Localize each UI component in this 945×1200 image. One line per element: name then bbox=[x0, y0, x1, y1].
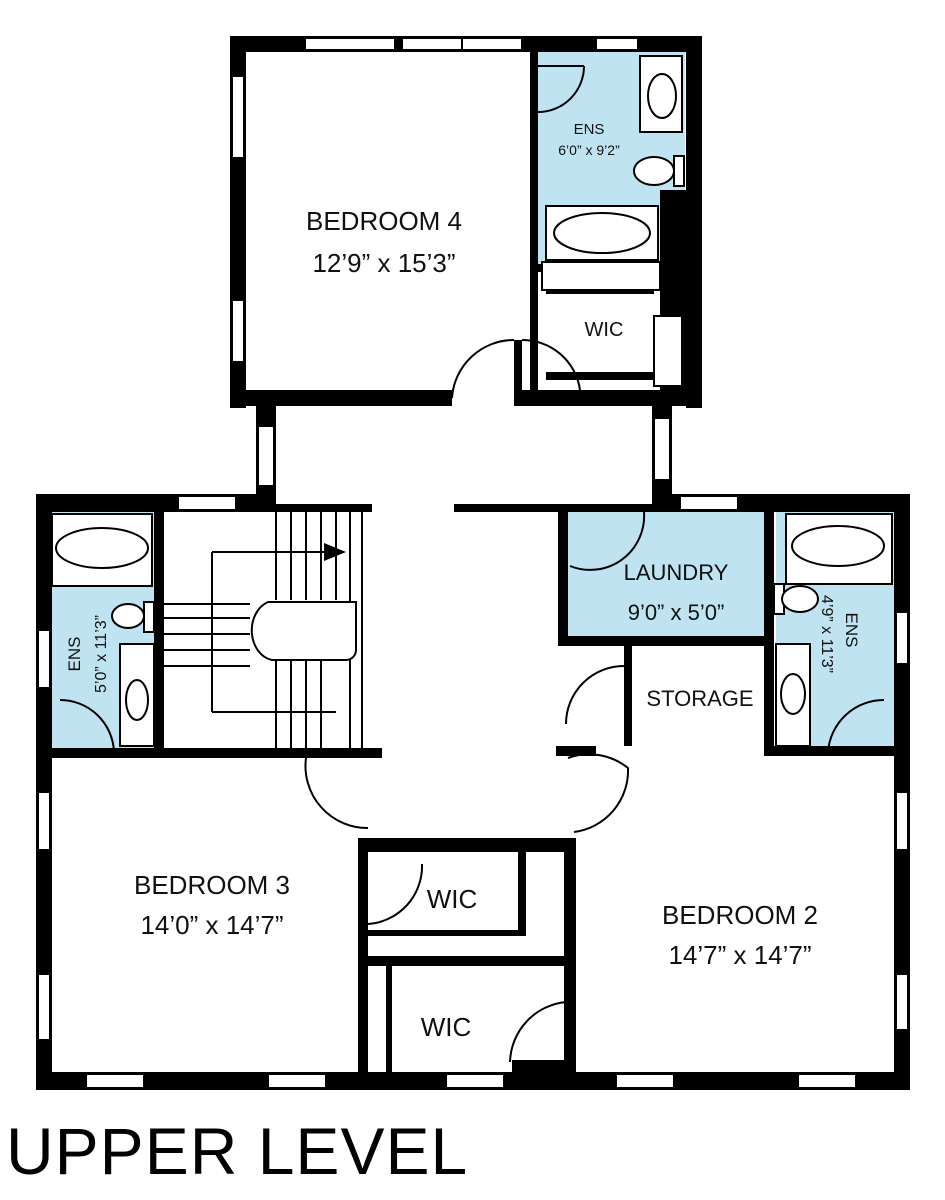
label-ensuite-left: ENS 5’0” x 11’3” bbox=[65, 615, 110, 693]
ensuite-left-name: ENS bbox=[65, 637, 84, 672]
storage-label: STORAGE bbox=[646, 686, 753, 711]
stair-direction-arrow-icon bbox=[324, 543, 346, 561]
laundry-fill bbox=[568, 512, 766, 639]
bedroom4-dims: 12’9” x 15’3” bbox=[312, 248, 455, 278]
label-bedroom3: BEDROOM 3 14’0” x 14’7” bbox=[134, 870, 290, 940]
ensuite-top-dims: 6’0” x 9’2” bbox=[558, 142, 620, 158]
bedroom2-name: BEDROOM 2 bbox=[662, 900, 818, 930]
label-ensuite-right: ENS 4’9” x 11’3” bbox=[818, 595, 861, 673]
ensuite-right-dims: 4’9” x 11’3” bbox=[818, 595, 835, 673]
label-bedroom4: BEDROOM 4 12’9” x 15’3” bbox=[306, 206, 462, 278]
wic-top-label: WIC bbox=[585, 319, 624, 341]
wic-bottom-label: WIC bbox=[421, 1012, 472, 1042]
laundry-name: LAUNDRY bbox=[624, 560, 729, 585]
fixtures bbox=[51, 55, 893, 747]
windows bbox=[37, 37, 909, 1089]
wic-mid-label: WIC bbox=[427, 884, 478, 914]
staircase bbox=[164, 512, 363, 748]
door-swings bbox=[59, 65, 885, 1063]
bedroom3-dims: 14’0” x 14’7” bbox=[140, 910, 283, 940]
bedroom3-name: BEDROOM 3 bbox=[134, 870, 290, 900]
label-laundry: LAUNDRY 9’0” x 5’0” bbox=[624, 560, 729, 625]
ensuite-left-dims: 5’0” x 11’3” bbox=[93, 615, 110, 693]
ensuite-right-name: ENS bbox=[842, 613, 861, 648]
bedroom2-dims: 14’7” x 14’7” bbox=[668, 940, 811, 970]
floor-title: UPPER LEVEL bbox=[6, 1114, 469, 1188]
label-ensuite-top: ENS 6’0” x 9’2” bbox=[558, 121, 620, 158]
bedroom4-name: BEDROOM 4 bbox=[306, 206, 462, 236]
ensuite-top-name: ENS bbox=[574, 121, 605, 138]
label-bedroom2: BEDROOM 2 14’7” x 14’7” bbox=[662, 900, 818, 970]
laundry-dims: 9’0” x 5’0” bbox=[628, 600, 725, 625]
